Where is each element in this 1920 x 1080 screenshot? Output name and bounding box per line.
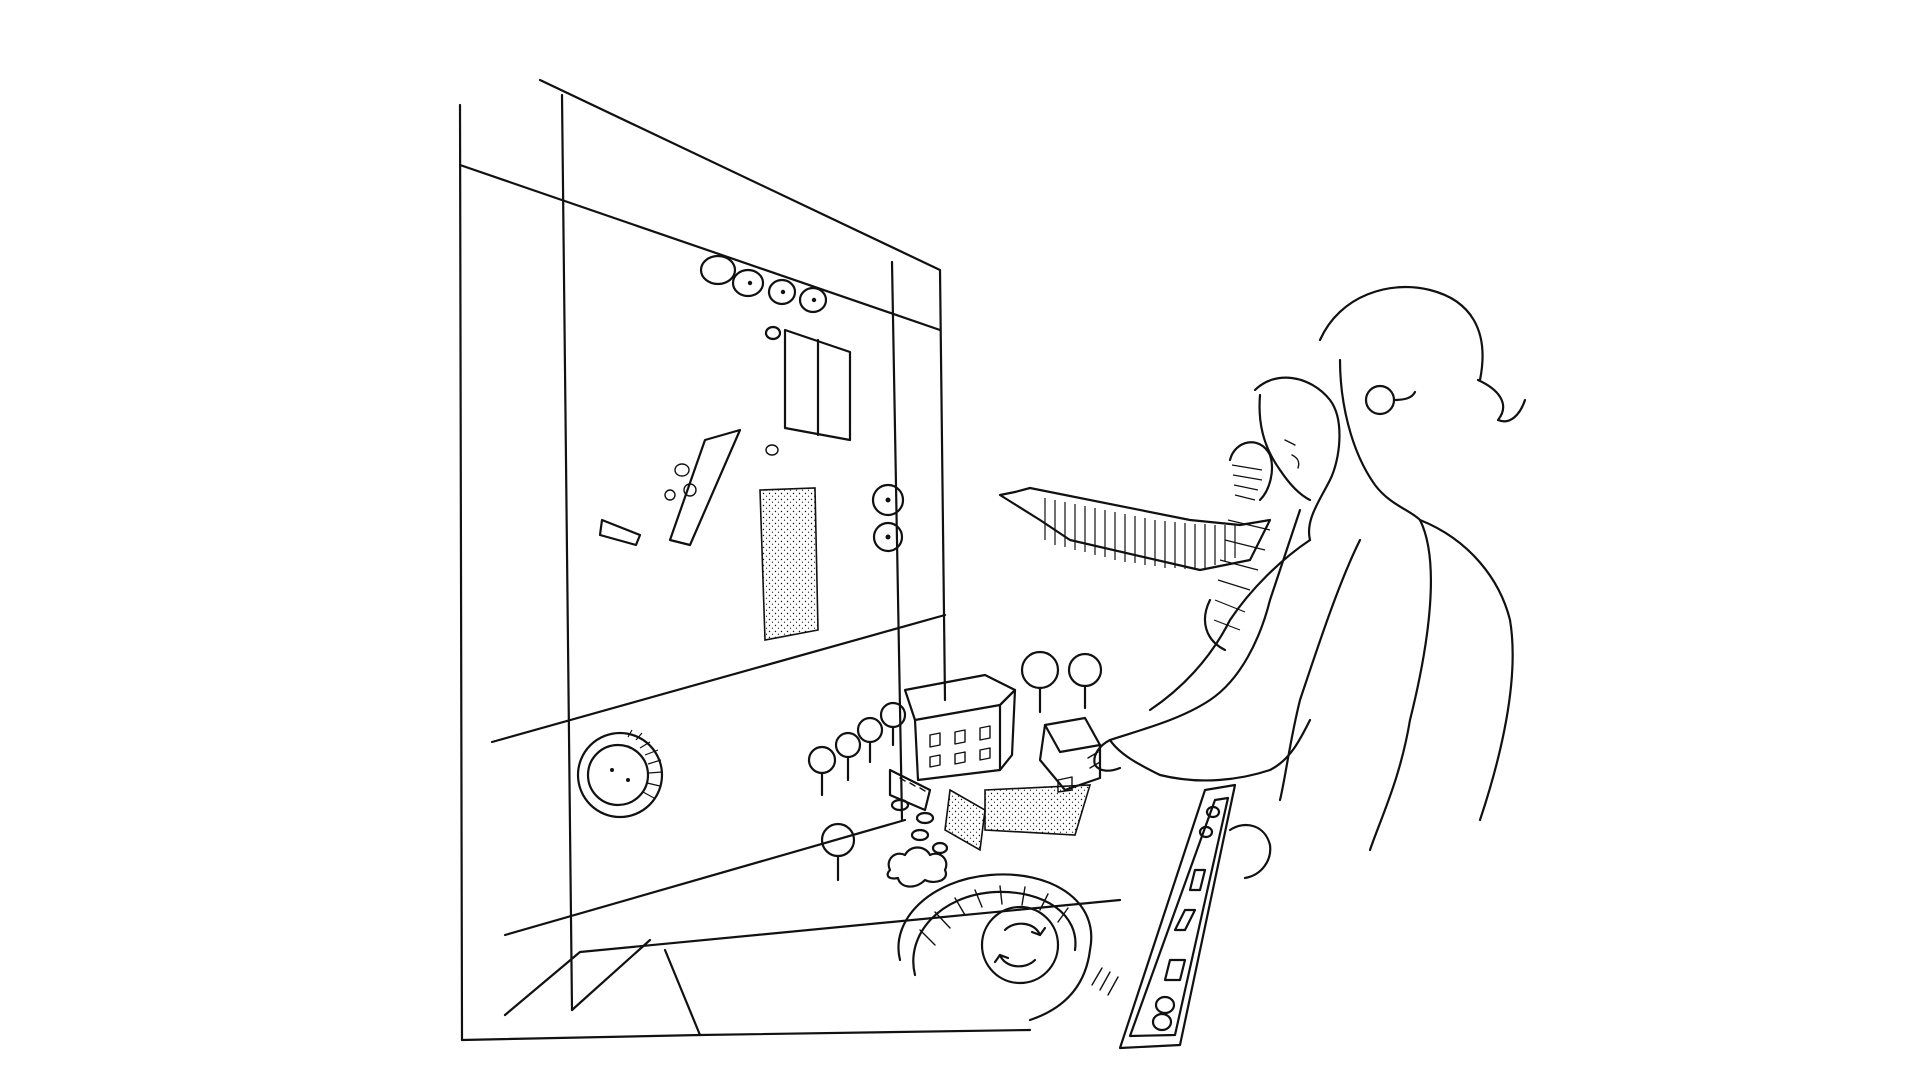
hand-on-model <box>1087 738 1122 772</box>
middle-person <box>1148 376 1362 802</box>
pointing-arm <box>998 486 1272 572</box>
model-pots <box>890 798 949 855</box>
wall-panel-frame <box>783 328 852 442</box>
wall-circle-icons <box>664 254 828 501</box>
wall-right-circles <box>871 483 905 553</box>
model-trees <box>807 650 1103 882</box>
model-building <box>903 673 1017 782</box>
wall-dial-icon <box>576 729 664 819</box>
model-house <box>1038 716 1102 793</box>
side-control-strip <box>1118 783 1237 1050</box>
model-plots <box>888 768 1092 852</box>
rotate-control <box>897 873 1119 1022</box>
wall-stipple-panel <box>759 487 819 641</box>
projection-wall <box>458 78 1122 1042</box>
wall-strip <box>598 428 742 547</box>
rear-person <box>1203 441 1274 652</box>
model-bush <box>886 846 948 888</box>
rotate-arrows-icon <box>980 905 1060 985</box>
front-person <box>1108 286 1527 880</box>
